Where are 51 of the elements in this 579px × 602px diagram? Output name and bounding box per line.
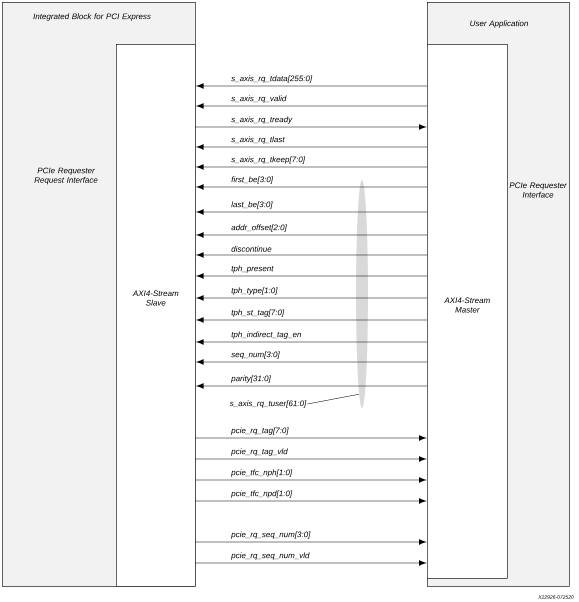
signal-label: seq_num[3:0] — [231, 351, 280, 359]
leader-line — [307, 394, 360, 404]
signal-label: pcie_tfc_nph[1:0] — [231, 469, 292, 477]
signal-label: last_be[3:0] — [231, 201, 273, 209]
signal-arrow — [196, 317, 428, 323]
signal-label: s_axis_rq_tdata[255:0] — [231, 75, 312, 83]
signal-label: first_be[3:0] — [231, 176, 274, 184]
signal-arrow — [196, 103, 428, 109]
signal-label: s_axis_rq_tlast — [231, 136, 285, 144]
signal-label: tph_indirect_tag_en — [232, 331, 302, 339]
signal-label: s_axis_rq_tuser[61:0] — [230, 400, 306, 408]
signal-arrow — [195, 560, 426, 566]
signal-label: pcie_rq_seq_num_vld — [231, 552, 310, 560]
signal-label: tph_st_tag[7:0] — [232, 309, 284, 317]
signal-label: parity[31:0] — [231, 375, 271, 383]
interface-label: PCIe Requester Request Interface — [34, 168, 98, 184]
signal-label: pcie_rq_seq_num[3:0] — [231, 531, 310, 539]
signal-arrow — [195, 498, 426, 504]
signal-label: addr_offset[2:0] — [231, 224, 287, 232]
signal-arrow — [196, 232, 428, 238]
signal-arrow — [196, 273, 428, 279]
signal-arrow — [196, 359, 428, 365]
signal-arrow — [195, 477, 426, 483]
signal-arrow — [196, 339, 428, 345]
signal-label: s_axis_rq_tkeep[7:0] — [231, 156, 306, 164]
signal-label: pcie_rq_tag_vld — [231, 448, 288, 456]
signal-label: pcie_rq_tag[7:0] — [231, 427, 289, 435]
signal-label: discontinue — [231, 246, 272, 252]
signal-arrow — [196, 83, 428, 89]
block-title: Integrated Block for PCI Express — [33, 13, 151, 21]
signal-arrow — [195, 539, 426, 545]
signal-arrow — [196, 144, 428, 150]
signal-label: s_axis_rq_valid — [231, 95, 287, 103]
block-label: AXI4-Stream Slave — [132, 290, 178, 306]
signal-arrow — [196, 383, 428, 389]
signal-label: s_axis_rq_tready — [231, 116, 293, 124]
signal-arrow — [196, 252, 428, 258]
signal-arrow — [195, 456, 426, 462]
signal-arrow — [196, 184, 428, 190]
block-label: AXI4-Stream Master — [444, 297, 490, 313]
signal-label: tph_type[1:0] — [232, 287, 278, 295]
block-title: User Application — [470, 20, 528, 28]
signal-arrow — [196, 164, 428, 170]
signal-arrow — [195, 124, 426, 130]
bus-oval — [356, 180, 368, 408]
signal-arrow — [195, 435, 426, 441]
signal-arrow — [196, 295, 428, 301]
signal-label: pcie_tfc_npd[1:0] — [231, 490, 292, 498]
signal-label: tph_present — [232, 265, 274, 273]
interface-label: PCIe Requester Interface — [510, 182, 567, 198]
signal-arrow — [196, 209, 428, 215]
